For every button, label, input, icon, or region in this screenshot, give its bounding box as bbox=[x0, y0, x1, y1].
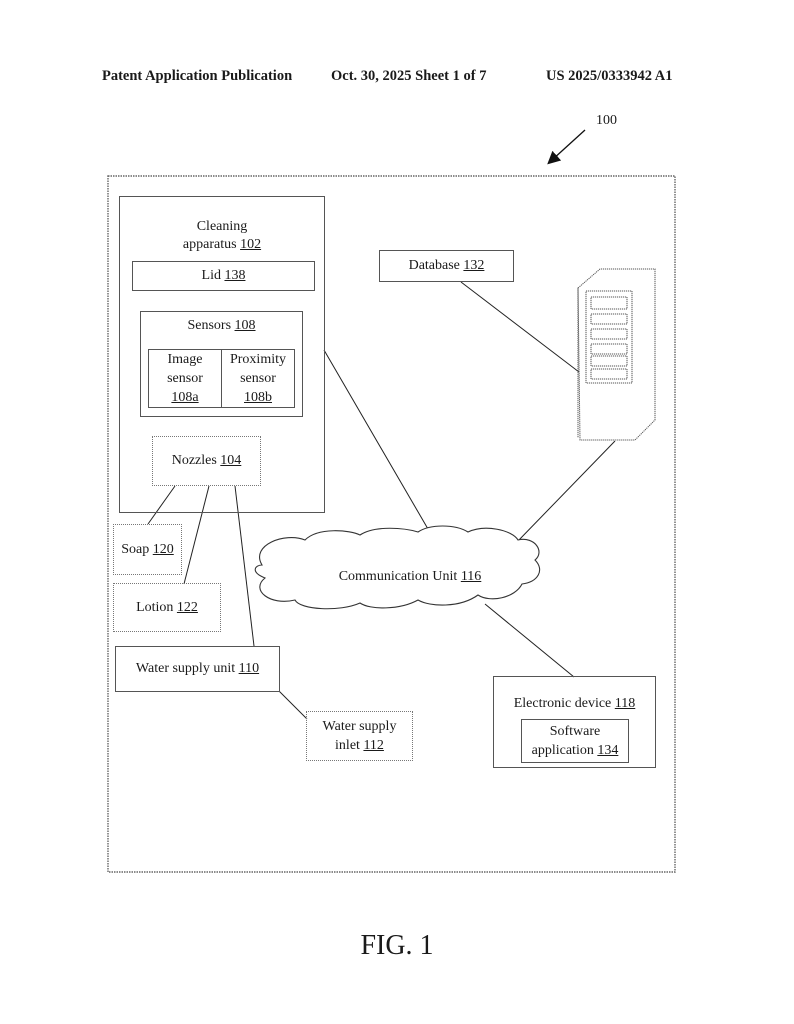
connector-communication-device bbox=[484, 603, 575, 678]
nozzles-ref: 104 bbox=[220, 453, 242, 468]
system-boundary bbox=[107, 175, 676, 873]
software-application-line2: application bbox=[531, 743, 594, 758]
communication-unit-name: Communication Unit bbox=[338, 569, 458, 584]
software-application-line1: Software bbox=[549, 724, 601, 739]
water-supply-inlet-box: Water supply inlet 112 bbox=[306, 711, 413, 761]
connector-database-server bbox=[460, 281, 580, 373]
server-tower-icon bbox=[577, 268, 656, 441]
cleaning-apparatus-ref: 102 bbox=[240, 237, 262, 252]
water-supply-inlet-ref: 112 bbox=[363, 738, 384, 753]
database-ref: 132 bbox=[463, 258, 485, 273]
lid-ref: 138 bbox=[224, 268, 246, 283]
electronic-device-name: Electronic device bbox=[513, 696, 612, 711]
lotion-box: Lotion 122 bbox=[113, 583, 221, 632]
water-supply-inlet-line1: Water supply bbox=[322, 719, 397, 734]
proximity-sensor-line2: sensor bbox=[240, 371, 276, 386]
lid-name: Lid bbox=[201, 268, 221, 283]
communication-unit-label: Communication Unit 116 bbox=[300, 568, 520, 586]
lotion-ref: 122 bbox=[176, 599, 198, 615]
water-supply-unit-box: Water supply unit 110 bbox=[115, 646, 280, 692]
water-supply-unit-name: Water supply unit bbox=[135, 661, 236, 676]
nozzles-box: Nozzles 104 bbox=[152, 436, 261, 486]
proximity-sensor-box: Proximity sensor 108b bbox=[221, 349, 295, 408]
publication-number: US 2025/0333942 A1 bbox=[546, 68, 673, 84]
nozzles-name: Nozzles bbox=[171, 453, 217, 468]
sensors-label: Sensors 108 bbox=[140, 317, 303, 335]
water-supply-inlet-line2: inlet bbox=[335, 738, 360, 753]
connector-water-unit-inlet bbox=[278, 690, 308, 720]
cleaning-apparatus-box bbox=[119, 196, 325, 513]
connector-nozzles-soap bbox=[147, 485, 176, 525]
sensors-box bbox=[140, 311, 303, 417]
system-reference-number: 100 bbox=[596, 113, 617, 128]
soap-box: Soap 120 bbox=[113, 524, 182, 575]
lotion-name: Lotion bbox=[136, 599, 174, 615]
soap-ref: 120 bbox=[152, 541, 174, 557]
software-application-box: Software application 134 bbox=[521, 719, 629, 763]
image-sensor-box: Image sensor 108a bbox=[148, 349, 222, 408]
communication-unit-ref: 116 bbox=[460, 569, 482, 584]
water-supply-unit-ref: 110 bbox=[238, 661, 260, 676]
image-sensor-line2: sensor bbox=[167, 371, 203, 386]
proximity-sensor-ref: 108b bbox=[244, 390, 272, 405]
image-sensor-ref: 108a bbox=[171, 390, 199, 405]
sensors-name: Sensors bbox=[187, 318, 232, 333]
software-application-ref: 134 bbox=[597, 743, 619, 758]
publication-type: Patent Application Publication bbox=[102, 68, 293, 84]
cleaning-apparatus-name-line1: Cleaning bbox=[196, 219, 248, 234]
connector-nozzles-lotion bbox=[183, 485, 210, 585]
publication-date-sheet: Oct. 30, 2025 Sheet 1 of 7 bbox=[331, 68, 487, 84]
soap-name: Soap bbox=[121, 541, 150, 557]
electronic-device-box bbox=[493, 676, 656, 768]
cleaning-apparatus-name-line2: apparatus bbox=[182, 237, 237, 252]
connector-server-communication bbox=[516, 440, 616, 543]
database-box: Database 132 bbox=[379, 250, 514, 282]
electronic-device-label: Electronic device 118 bbox=[493, 695, 656, 713]
reference-arrow bbox=[547, 129, 586, 165]
communication-cloud-shape bbox=[254, 525, 541, 610]
connector-apparatus-communication bbox=[323, 349, 429, 530]
database-name: Database bbox=[408, 258, 460, 273]
electronic-device-ref: 118 bbox=[614, 696, 636, 711]
lid-box: Lid 138 bbox=[132, 261, 315, 291]
cleaning-apparatus-label: Cleaning apparatus 102 bbox=[119, 218, 325, 254]
proximity-sensor-line1: Proximity bbox=[229, 352, 286, 367]
image-sensor-line1: Image bbox=[167, 352, 203, 367]
sensors-ref: 108 bbox=[234, 318, 256, 333]
figure-label: FIG. 1 bbox=[360, 930, 434, 961]
